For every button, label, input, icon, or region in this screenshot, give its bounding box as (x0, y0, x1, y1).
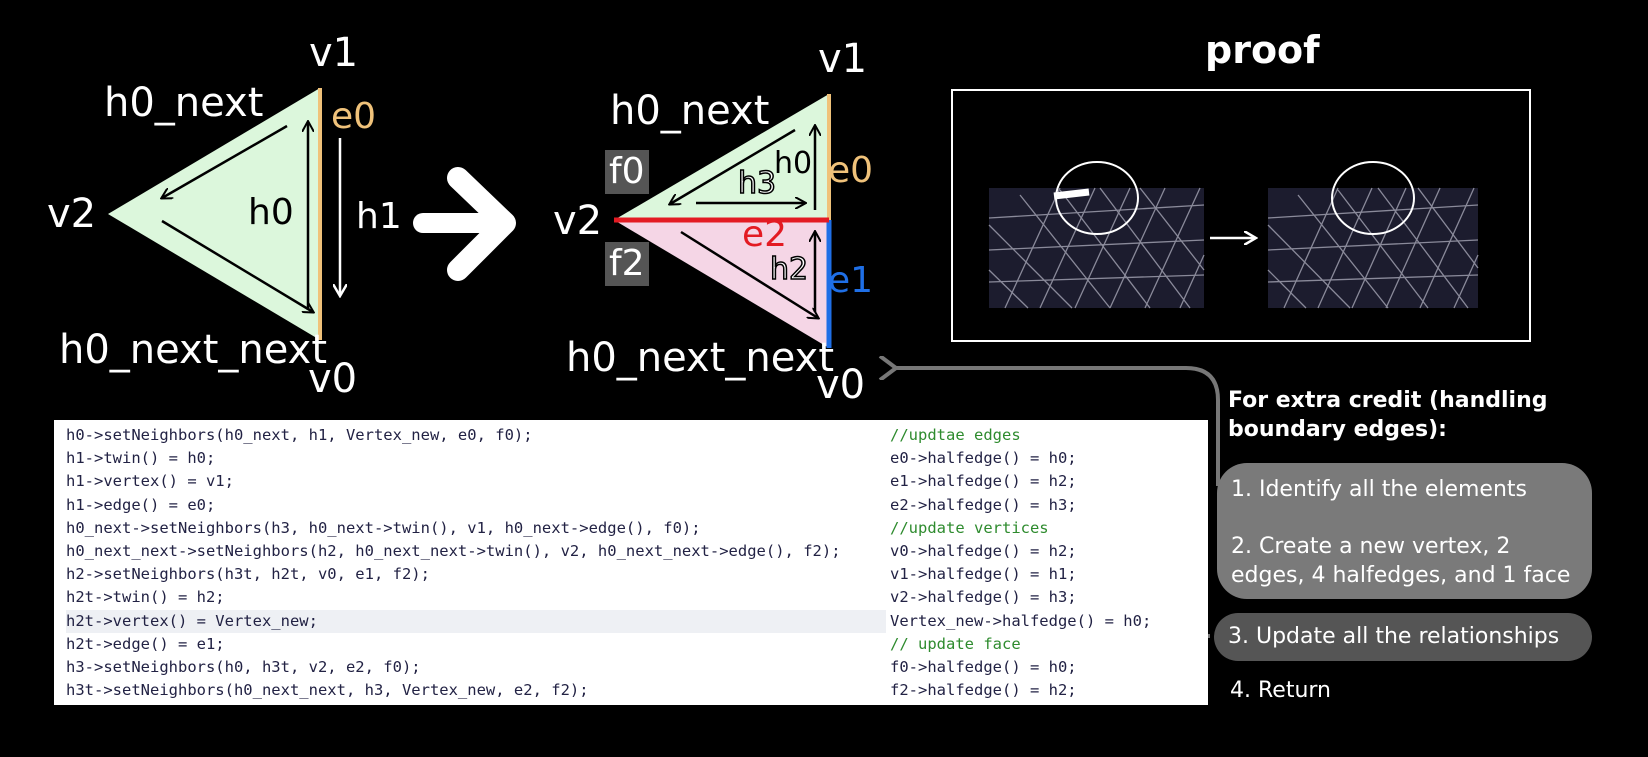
code-line: Vertex_new->halfedge() = h0; (890, 611, 1152, 630)
code-line: h1->twin() = h0; (66, 449, 216, 468)
code-line: f0->halfedge() = h0; (890, 657, 1077, 676)
code-line: h2->setNeighbors(h3t, h2t, v0, e1, f2); (66, 565, 430, 584)
code-line: e2->halfedge() = h3; (890, 495, 1077, 514)
step-2: 2. Create a new vertex, 2 edges, 4 halfe… (1231, 534, 1571, 588)
left-triangle (108, 88, 340, 340)
code-line: v0->halfedge() = h2; (890, 541, 1077, 560)
code-line: h3t->setNeighbors(h0_next_next, h3, Vert… (66, 681, 589, 700)
code-line: h2t->edge() = e1; (66, 634, 225, 653)
left-label-v0: v0 (308, 356, 358, 402)
code-panel: h0->setNeighbors(h0_next, h1, Vertex_new… (54, 420, 1208, 705)
step-3: 3. Update all the relationships (1228, 624, 1560, 649)
left-label-v2: v2 (47, 191, 97, 237)
right-triangle (614, 94, 832, 348)
left-label-v1: v1 (309, 30, 359, 76)
left-label-h1: h1 (356, 196, 402, 237)
code-line: h1->edge() = e0; (66, 495, 216, 514)
proof-mesh-before (988, 161, 1205, 309)
right-label-h0-next-next: h0_next_next (566, 335, 835, 381)
code-comment: //update vertices (890, 518, 1049, 537)
code-line: e0->halfedge() = h0; (890, 449, 1077, 468)
right-label-e2: e2 (742, 214, 788, 255)
code-line: h2t->twin() = h2; (66, 588, 225, 607)
pointer-arrow-icon (896, 368, 1220, 486)
code-line: h3->setNeighbors(h0, h3t, v2, e2, f0); (66, 657, 421, 676)
right-face-f2 (614, 220, 829, 348)
right-label-h0-next: h0_next (610, 88, 770, 134)
code-line: h0_next_next->setNeighbors(h2, h0_next_n… (66, 541, 841, 560)
step-4: 4. Return (1230, 678, 1331, 703)
code-line: e1->halfedge() = h2; (890, 472, 1077, 491)
right-face-f0 (614, 94, 829, 220)
left-label-h0-next: h0_next (104, 80, 264, 126)
right-label-v0: v0 (816, 362, 866, 408)
code-line: h0->setNeighbors(h0_next, h1, Vertex_new… (66, 426, 533, 444)
right-label-v1: v1 (818, 36, 868, 82)
step-box-1-2: 1. Identify all the elements 2. Create a… (1217, 463, 1592, 599)
extra-credit-title: For extra credit (handling boundary edge… (1228, 388, 1548, 442)
code-line: h1->vertex() = v1; (66, 472, 234, 491)
right-label-h3: h3 (737, 165, 777, 202)
code-comment: //updtae edges (890, 426, 1021, 444)
step-1: 1. Identify all the elements (1231, 477, 1528, 502)
proof-title: proof (1205, 28, 1320, 72)
code-line: h2t->vertex() = Vertex_new; (66, 609, 886, 633)
code-column-left: h0->setNeighbors(h0_next, h1, Vertex_new… (66, 424, 886, 702)
code-line: v2->halfedge() = h3; (890, 588, 1077, 607)
proof-mesh-after (1267, 161, 1479, 309)
right-label-f0: f0 (605, 150, 649, 194)
proof-frame (951, 89, 1531, 342)
code-column-right: //updtae edges e0->halfedge() = h0; e1->… (890, 424, 1200, 702)
left-label-h0: h0 (248, 192, 294, 233)
code-line: h0_next->setNeighbors(h3, h0_next->twin(… (66, 518, 701, 537)
right-label-h2: h2 (769, 251, 809, 288)
code-line: v1->halfedge() = h1; (890, 565, 1077, 584)
right-label-e0: e0 (828, 150, 874, 191)
left-face (108, 88, 320, 340)
left-label-h0-next-next: h0_next_next (59, 327, 328, 373)
step-box-3: 3. Update all the relationships (1214, 613, 1592, 661)
right-label-v2: v2 (553, 198, 603, 244)
left-label-e0: e0 (331, 96, 377, 137)
code-comment: // update face (890, 634, 1021, 653)
code-line: f2->halfedge() = h2; (890, 681, 1077, 700)
transform-arrow-icon (413, 167, 516, 281)
right-label-h0: h0 (774, 146, 813, 181)
right-label-e1: e1 (828, 260, 874, 301)
right-label-f2: f2 (605, 242, 649, 286)
